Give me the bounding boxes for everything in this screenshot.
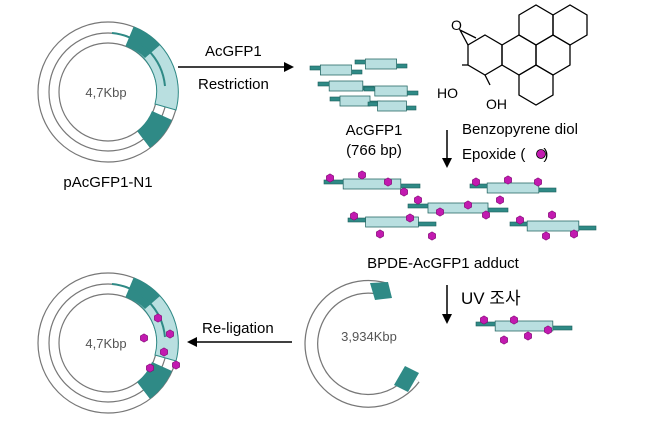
insert-region (342, 178, 402, 190)
insert-region (486, 182, 540, 194)
bpde-adduct-mark (510, 315, 518, 325)
uv-adduct-fragment (475, 315, 573, 345)
linear-plasmid-size: 3,934Kbp (341, 329, 397, 344)
adduct-fragment (347, 216, 437, 228)
bpde-structure (458, 4, 588, 106)
bpde-adduct-mark (542, 231, 550, 241)
bpde-adduct-mark (534, 177, 542, 187)
insert-region (365, 216, 419, 228)
bpde-adduct-mark (548, 210, 556, 220)
bpde-adduct-mark (516, 215, 524, 225)
uv-fragment (475, 320, 573, 332)
plasmid-top: 4,7Kbp pAcGFP1-N1 (37, 21, 179, 191)
bpde-adduct-mark (326, 173, 334, 183)
plasmid-bottom: 4,7Kbp (37, 272, 180, 414)
plasmid-top-name: pAcGFP1-N1 (63, 174, 152, 191)
linear-plasmid-end-bottom (394, 366, 419, 392)
linear-plasmid-end-top (370, 282, 392, 300)
religation-label: Re-ligation (202, 320, 274, 337)
insert-region (328, 80, 364, 92)
acgfp1-fragment (354, 58, 408, 70)
bpde-adduct-mark (350, 211, 358, 221)
hydroxyl-2: OH (486, 96, 507, 112)
bpde-adduct-mark (160, 347, 168, 357)
bpde-adduct-mark (436, 207, 444, 217)
adduct-label: BPDE-AcGFP1 adduct (367, 255, 520, 272)
acgfp1-fragment (317, 80, 375, 92)
bpde-adduct-mark (384, 177, 392, 187)
bpde-adduct-mark (166, 329, 174, 339)
insert-region (377, 100, 407, 112)
bpde-adduct-mark (504, 175, 512, 185)
adduct-legend-icon (536, 149, 546, 159)
adduct-fragment (323, 178, 421, 190)
bpde-adduct-mark (496, 195, 504, 205)
fragment-name: AcGFP1 (346, 122, 403, 139)
linear-plasmid: 3,934Kbp (304, 279, 420, 408)
adduct-fragment (469, 182, 557, 194)
bpde-adduct-mark (140, 333, 148, 343)
bpde-adduct-mark (406, 213, 414, 223)
bpde-adduct-mark (172, 360, 180, 370)
uv-label: UV 조사 (461, 289, 521, 308)
bpde-adduct-mark (146, 363, 154, 373)
bpde-epoxide-close: ) (543, 146, 548, 163)
fragment-size: (766 bp) (346, 142, 402, 159)
bpde-adduct-mark (428, 231, 436, 241)
acgfp1-fragment (367, 100, 417, 112)
bpde-adduct-mark (464, 200, 472, 210)
adduct-fragment (509, 220, 597, 232)
epoxide-oxygen: O (451, 17, 462, 33)
restriction-label: Restriction (198, 76, 269, 93)
insert-region (319, 64, 352, 76)
plasmid-top-size: 4,7Kbp (85, 85, 126, 100)
insert-region (339, 95, 371, 107)
bpde-name: Benzopyrene diol (462, 121, 578, 138)
acgfp1-fragment (363, 85, 419, 97)
plasmid-bottom-insert (111, 277, 179, 399)
hydroxyl-1: HO (437, 85, 458, 101)
restriction-step: AcGFP1 Restriction (178, 43, 294, 93)
bpde-adduct-mark (358, 170, 366, 180)
bpde-adduct-mark (570, 229, 578, 239)
plasmid-top-insert (111, 26, 179, 148)
bpde-adduct-mark (376, 229, 384, 239)
bpde-adduct-mark (480, 315, 488, 325)
insert-region (364, 58, 397, 70)
bpde-adduct-mark (154, 313, 162, 323)
bpde-adduct-mark (414, 195, 422, 205)
plasmid-bottom-size: 4,7Kbp (85, 336, 126, 351)
bpde-epoxide-label: Epoxide () (462, 146, 548, 163)
bpde-adduct-mark (472, 177, 480, 187)
insert-region (427, 202, 489, 214)
acgfp1-fragment (309, 64, 363, 76)
bpde-adduct-mark (544, 325, 552, 335)
bpde-epoxide-text: Epoxide ( (462, 146, 525, 163)
adduct-fragment (407, 202, 509, 214)
plasmid-bottom-adducts (140, 313, 180, 373)
bpde-adduct-mark (524, 331, 532, 341)
insert-region (374, 85, 408, 97)
bpde-adduct-fragments (323, 170, 597, 241)
insert-region (494, 320, 554, 332)
bpde-adduct-mark (400, 187, 408, 197)
bpde-adduct-mark (482, 210, 490, 220)
restriction-enzyme-label: AcGFP1 (205, 43, 262, 60)
bpde-adduct-mark (500, 335, 508, 345)
insert-region (526, 220, 580, 232)
acgfp1-fragments (309, 58, 419, 112)
